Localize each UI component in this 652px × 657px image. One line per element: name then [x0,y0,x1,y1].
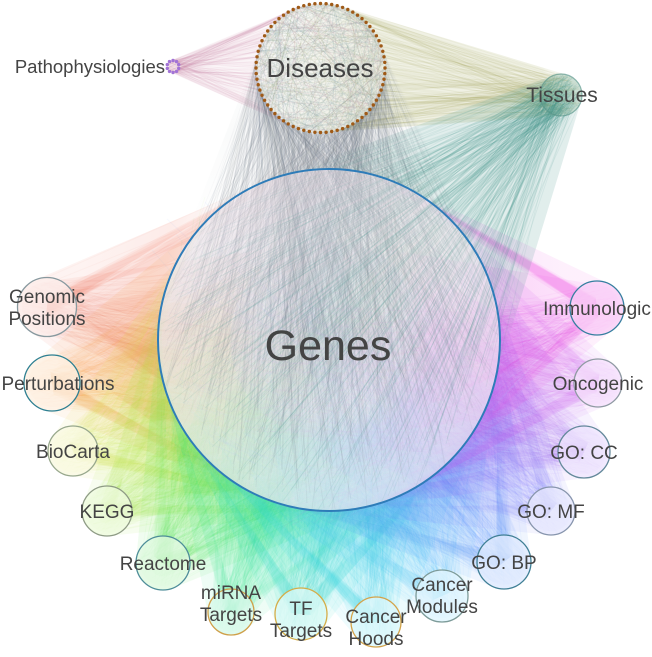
svg-text:Cancer: Cancer [411,575,473,596]
svg-text:GO: MF: GO: MF [517,502,585,523]
svg-text:Genomic: Genomic [9,287,85,308]
svg-text:Modules: Modules [406,597,478,618]
svg-text:BioCarta: BioCarta [36,442,110,463]
svg-text:Immunologic: Immunologic [543,299,651,320]
svg-text:Reactome: Reactome [120,554,207,575]
svg-text:Tissues: Tissues [526,84,598,107]
svg-text:Pathophysiologies: Pathophysiologies [15,56,165,77]
svg-text:TF: TF [289,599,312,620]
svg-text:Diseases: Diseases [267,53,374,83]
svg-text:KEGG: KEGG [80,502,135,523]
svg-text:Hoods: Hoods [349,629,404,650]
svg-text:Cancer: Cancer [345,607,407,628]
svg-text:Positions: Positions [8,309,85,330]
svg-text:Perturbations: Perturbations [1,374,114,395]
svg-text:GO: CC: GO: CC [550,443,618,464]
svg-text:Genes: Genes [265,322,392,370]
svg-text:GO: BP: GO: BP [471,553,536,574]
svg-text:Targets: Targets [270,621,332,642]
svg-text:Targets: Targets [200,605,262,626]
svg-text:Oncogenic: Oncogenic [553,374,644,395]
svg-text:miRNA: miRNA [201,583,261,604]
